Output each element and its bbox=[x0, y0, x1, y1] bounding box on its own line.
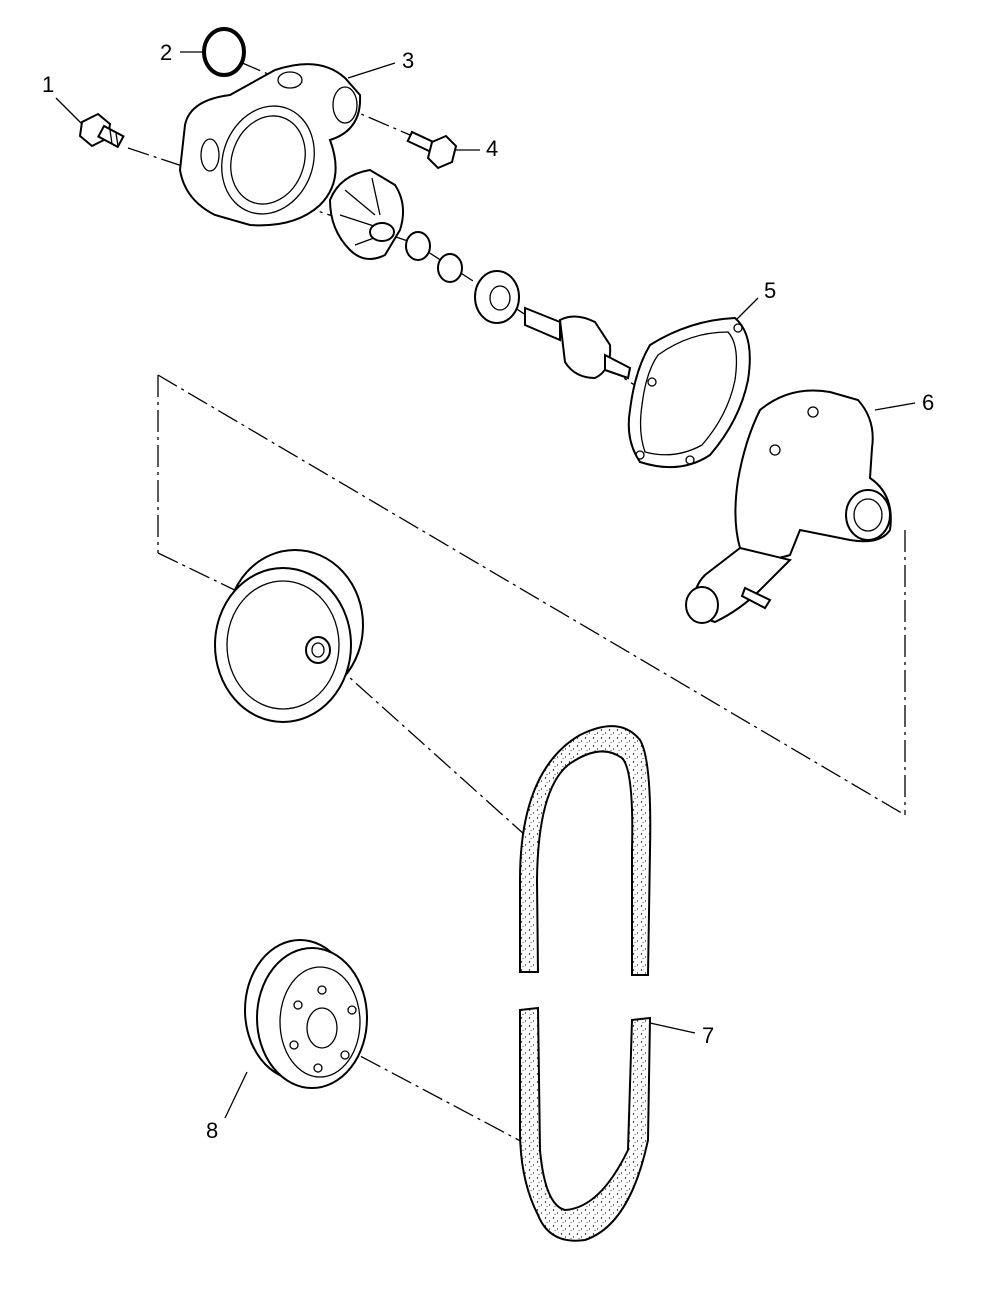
leader-lines bbox=[55, 51, 916, 1119]
callout-1: 1 bbox=[42, 72, 54, 97]
callout-6: 6 bbox=[922, 390, 934, 415]
bearing-seal bbox=[474, 270, 520, 324]
part-4-bolt bbox=[406, 130, 458, 170]
part-6-pump-housing bbox=[685, 389, 892, 624]
washer bbox=[437, 253, 463, 283]
part-5-gasket bbox=[627, 316, 751, 469]
pump-pulley bbox=[214, 549, 364, 723]
seal-ring bbox=[405, 231, 431, 261]
callout-8: 8 bbox=[206, 1118, 218, 1143]
callout-7: 7 bbox=[702, 1023, 714, 1048]
part-7-v-belt bbox=[519, 725, 652, 1242]
part-1-bolt bbox=[78, 112, 125, 149]
part-3-pump-cover bbox=[178, 63, 362, 227]
callout-5: 5 bbox=[764, 278, 776, 303]
callout-3: 3 bbox=[402, 48, 414, 73]
callout-4: 4 bbox=[486, 136, 498, 161]
shaft-bearing bbox=[524, 306, 632, 380]
impeller bbox=[328, 168, 405, 260]
callout-2: 2 bbox=[160, 40, 172, 65]
crank-pulley bbox=[244, 939, 368, 1089]
part-2-o-ring bbox=[202, 27, 246, 77]
